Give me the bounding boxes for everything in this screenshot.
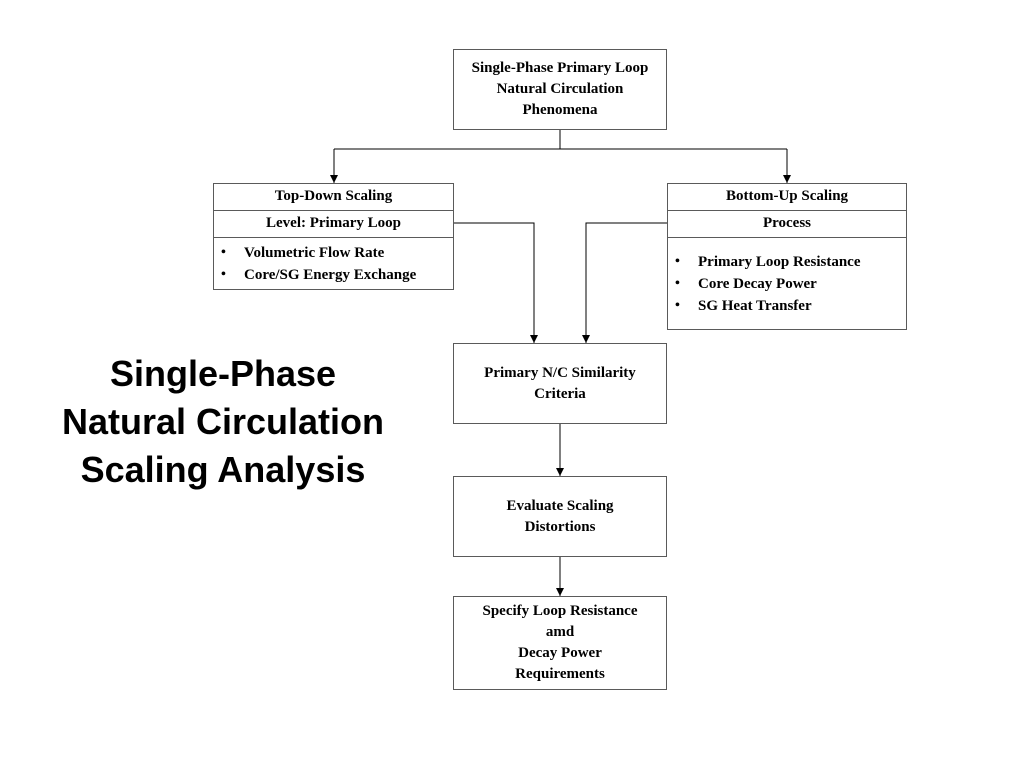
box-text-line: Evaluate Scaling (506, 497, 614, 514)
bottom-up-process: Process (668, 211, 906, 238)
top-down-scaling-box: Top-Down Scaling Level: Primary Loop • Vo… (213, 183, 454, 290)
bullet-icon: • (221, 245, 226, 260)
list-item: • Volumetric Flow Rate (214, 242, 453, 264)
similarity-criteria-box: Primary N/C Similarity Criteria (453, 343, 667, 424)
box-text-line: Phenomena (522, 102, 598, 118)
box-text-line: Decay Power (518, 645, 602, 661)
bullet-icon: • (221, 267, 226, 282)
title-line: Single-Phase (109, 353, 337, 394)
top-down-level: Level: Primary Loop (214, 211, 453, 238)
box-text-line: Natural Circulation (496, 81, 624, 97)
list-item-label: Core/SG Energy Exchange (244, 267, 417, 283)
bottom-up-list: • Primary Loop Resistance • Core Decay Pow… (668, 238, 906, 317)
list-item-label: Volumetric Flow Rate (244, 245, 385, 261)
title-line: Natural Circulation (61, 401, 385, 442)
primary-loop-phenomena-box: Single-Phase Primary Loop Natural Circul… (453, 49, 667, 130)
list-item-label: SG Heat Transfer (698, 298, 812, 314)
top-down-list: • Volumetric Flow Rate • Core/SG Energy Ex… (214, 238, 453, 286)
list-item-label: Primary Loop Resistance (698, 254, 861, 270)
arrow-top-down-to-similarity (454, 222, 538, 343)
list-item: • Core Decay Power (668, 273, 906, 295)
list-item: • Core/SG Energy Exchange (214, 264, 453, 286)
box-text-line: Criteria (534, 385, 586, 402)
box-text-line: amd (545, 624, 575, 640)
list-item: • SG Heat Transfer (668, 295, 906, 317)
bullet-icon: • (675, 276, 680, 291)
bottom-up-scaling-box: Bottom-Up Scaling Process • Primary Loop … (667, 183, 907, 330)
requirements-box: Specify Loop Resistance amd Decay Power … (453, 596, 667, 690)
box-text-line: Specify Loop Resistance (482, 603, 638, 619)
box-text-line: Primary N/C Similarity (484, 364, 636, 381)
slide-title: Single-Phase Natural Circulation Scaling… (20, 350, 426, 494)
top-down-header: Top-Down Scaling (214, 184, 453, 211)
bullet-icon: • (675, 254, 680, 269)
box-text-line: Requirements (515, 666, 605, 682)
title-line: Scaling Analysis (80, 449, 366, 490)
box-text-line: Single-Phase Primary Loop (471, 60, 649, 76)
list-item-label: Core Decay Power (698, 276, 817, 292)
bullet-icon: • (675, 298, 680, 313)
bottom-up-header: Bottom-Up Scaling (668, 184, 906, 211)
arrow-bottom-up-to-similarity (582, 222, 667, 343)
box-text-line: Distortions (524, 518, 596, 535)
list-item: • Primary Loop Resistance (668, 251, 906, 273)
scaling-distortions-box: Evaluate Scaling Distortions (453, 476, 667, 557)
